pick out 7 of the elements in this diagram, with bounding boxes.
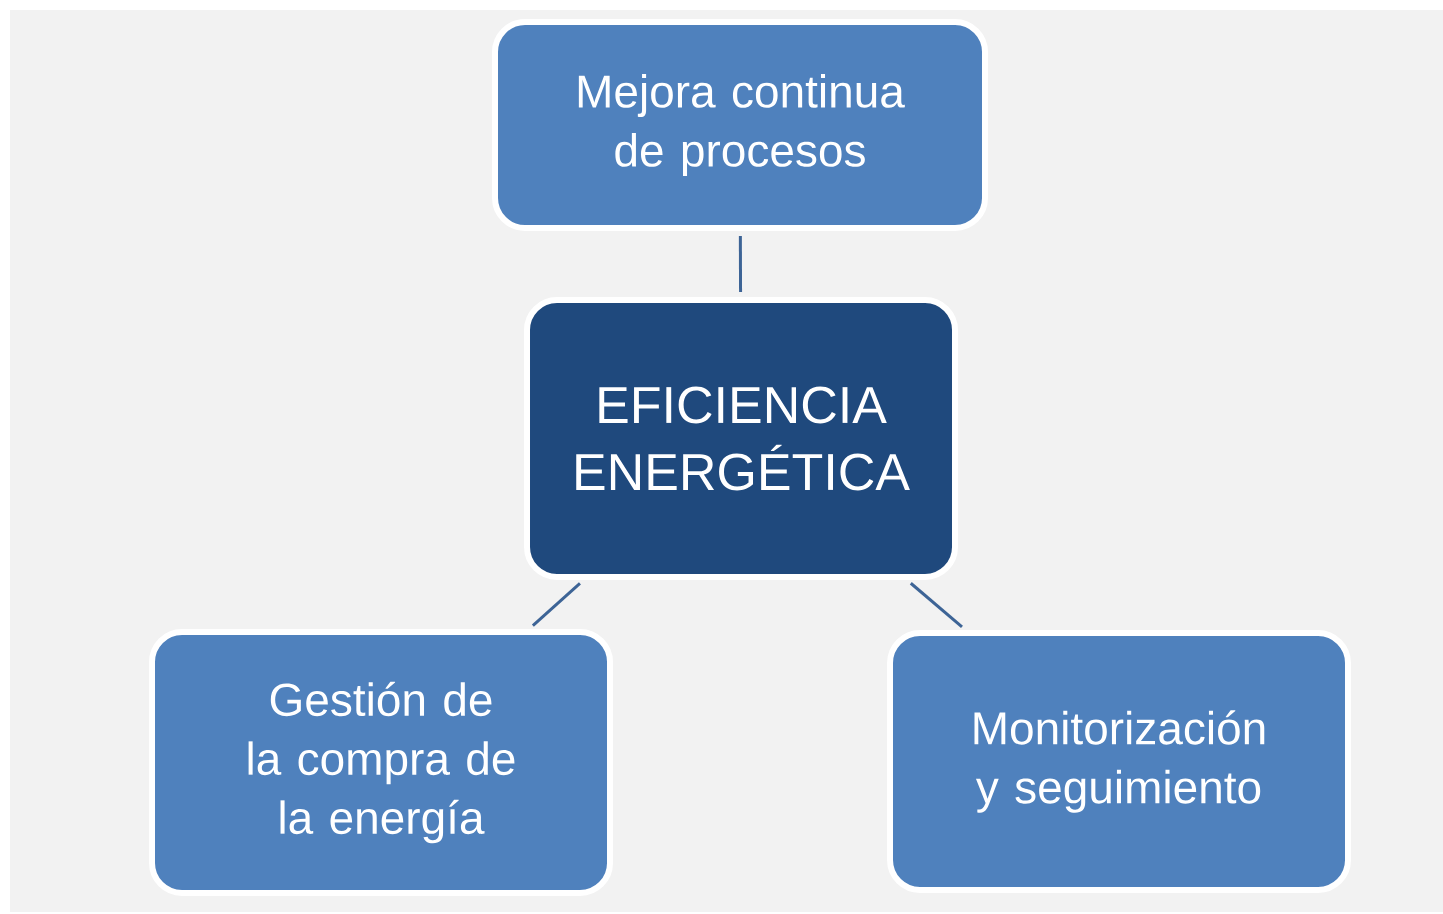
connector-line bbox=[531, 582, 581, 627]
concept-box: Monitorización y seguimiento bbox=[887, 630, 1351, 893]
connector-line bbox=[738, 236, 743, 292]
concept-box: EFICIENCIA ENERGÉTICA bbox=[524, 297, 958, 580]
concept-box: Gestión de la compra de la energía bbox=[149, 629, 613, 896]
concept-box: Mejora continua de procesos bbox=[492, 19, 988, 231]
connector-line bbox=[909, 582, 963, 628]
